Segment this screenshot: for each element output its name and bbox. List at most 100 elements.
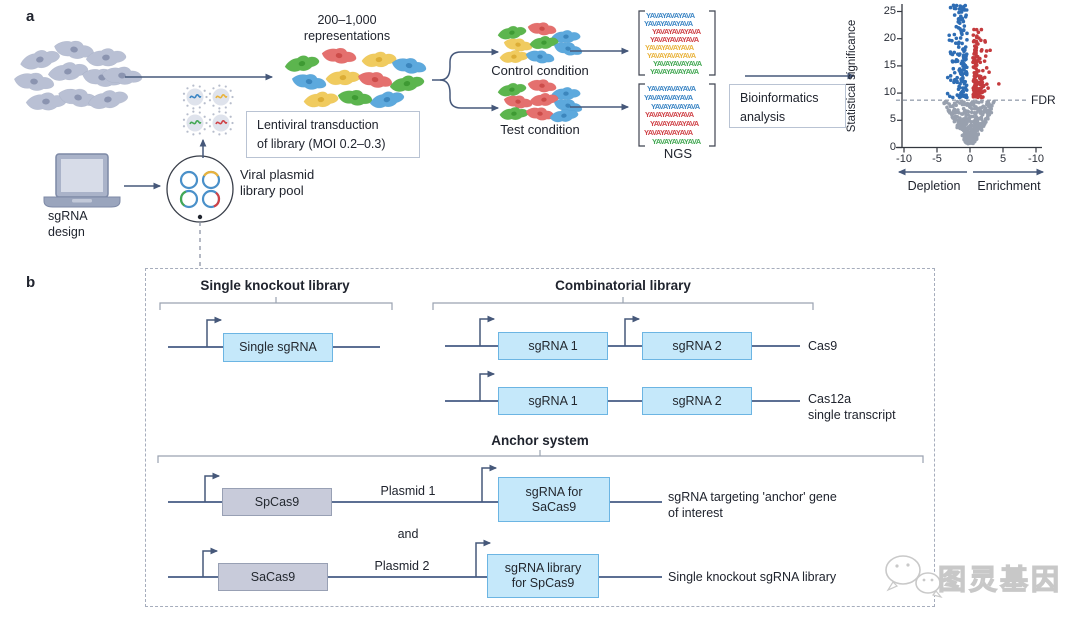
depletion-label: Depletion [907,179,961,193]
ngs-read-row: YAVAYAVAYAVA [644,92,693,102]
plasmid-pool-label: Viral plasmid library pool [240,167,315,199]
cell [389,75,425,92]
promoter-arrow [481,464,498,502]
enrichment-label: Enrichment [977,179,1041,193]
ngs-label: NGS [663,146,693,161]
transduction-box: Lentiviral transduction of library (MOI … [246,111,420,158]
cell [101,66,143,85]
section-bracket [432,302,814,310]
cell [497,82,527,97]
sgrna-for-sacas9-box: sgRNA for SaCas9 [498,477,610,522]
laptop-icon [43,153,121,208]
fdr-label: FDR [1031,93,1056,107]
spcas9-box: SpCas9 [222,488,332,516]
volcano-y-tick: 10 [883,86,896,99]
cell [337,90,373,106]
test-cells-cluster [497,79,583,123]
ngs-read-row: YAVAYAVAYAVA [646,11,695,20]
volcano-ylabel: Statistical significance [846,19,858,133]
ngs-read-row: YAVAYAVAYAVA [644,128,693,137]
volcano-y-tick: 5 [889,113,896,126]
promoter-arrow [206,316,223,347]
cell [13,72,55,91]
cell [529,36,559,50]
sgrna2-box-cas12a: sgRNA 2 [642,387,752,415]
volcano-y-tick: 20 [883,31,896,44]
laptop-caption-line2: design [48,224,85,239]
anchor-row1-desc: sgRNA targeting 'anchor' gene of interes… [668,490,837,520]
ngs-read-row: YAVAYAVAYAVA [652,27,701,36]
cell [549,108,579,123]
cas9-label: Cas9 [808,339,838,353]
wechat-icon [885,555,943,599]
cell [291,74,327,90]
control-cells-cluster [497,22,583,64]
cell [20,50,60,70]
promoter-arrow [479,315,496,346]
promoter-arrow [624,315,641,346]
cell [88,90,129,110]
bioinformatics-box: Bioinformatics analysis [729,84,846,128]
volcano-x-tick: -10 [1028,153,1044,165]
plasmid1-label: Plasmid 1 [380,484,436,498]
sacas9-box: SaCas9 [218,563,328,591]
laptop-caption-line1: sgRNA [48,209,88,223]
cell [284,55,320,72]
cell [503,38,533,52]
cell [527,22,557,36]
sgrna1-box-cas9: sgRNA 1 [498,332,608,360]
watermark-text: 图灵基因 [937,563,1063,595]
ngs-read-row: YAVAYAVAYAVA [647,84,696,93]
transduced-cells-cluster [284,48,427,109]
ngs-read-row: YAVAYAVAYAVA [645,43,694,52]
ngs-read-row: YAVAYAVAYAVA [651,101,700,111]
cell [525,107,555,121]
cell [357,72,393,88]
cell [361,51,397,68]
promoter-arrow [479,370,496,401]
representations-label: 200–1,000 representations [303,13,391,43]
cell [85,48,127,67]
section-bracket [157,455,924,463]
cell [497,25,527,40]
single-sgrna-box: Single sgRNA [223,333,333,362]
cell [47,62,89,81]
ngs-read-row: YAVAYAVAYAVA [650,67,699,76]
anchor-row2-desc: Single knockout sgRNA library [668,570,837,584]
promoter-arrow [202,547,219,577]
ngs-read-row: YAVAYAVAYAVA [650,119,699,129]
ngs-read-row: YAVAYAVAYAVA [645,110,694,120]
control-condition-label: Control condition [491,63,589,78]
volcano-x-tick: -10 [896,153,912,165]
laptop-caption: sgRNA design [48,209,88,240]
promoter-arrow [204,472,221,502]
volcano-y-tick: 0 [889,140,896,153]
ngs-read-row: YAVAYAVAYAVA [650,35,699,44]
promoter-arrow [475,539,492,577]
volcano-plot [896,3,1042,153]
gray-cells-cluster [13,40,143,111]
combinatorial-title: Combinatorial library [555,278,691,293]
single-knockout-title: Single knockout library [200,278,350,293]
cell [553,42,583,56]
lentivirus-particles [182,84,234,136]
and-label: and [397,527,419,541]
cell [321,48,357,64]
cell [527,79,557,93]
cell [54,40,94,59]
sgrna-library-for-spcas9-box: sgRNA library for SpCas9 [487,554,599,598]
ngs-read-row: YAVAYAVAYAVA [653,59,702,68]
cas12a-label: Cas12a single transcript [808,392,896,422]
volcano-y-tick: 25 [883,4,896,17]
viral-plasmid-pool-icon [166,155,234,223]
panel-b-dashed-box [145,268,935,607]
section-bracket [159,302,393,310]
panel-b-label: b [26,274,36,291]
cell [303,91,339,108]
cell [551,30,581,44]
ngs-read-row: YAVAYAVAYAVA [644,19,693,28]
cell [551,87,581,101]
volcano-x-tick: 0 [966,153,974,165]
